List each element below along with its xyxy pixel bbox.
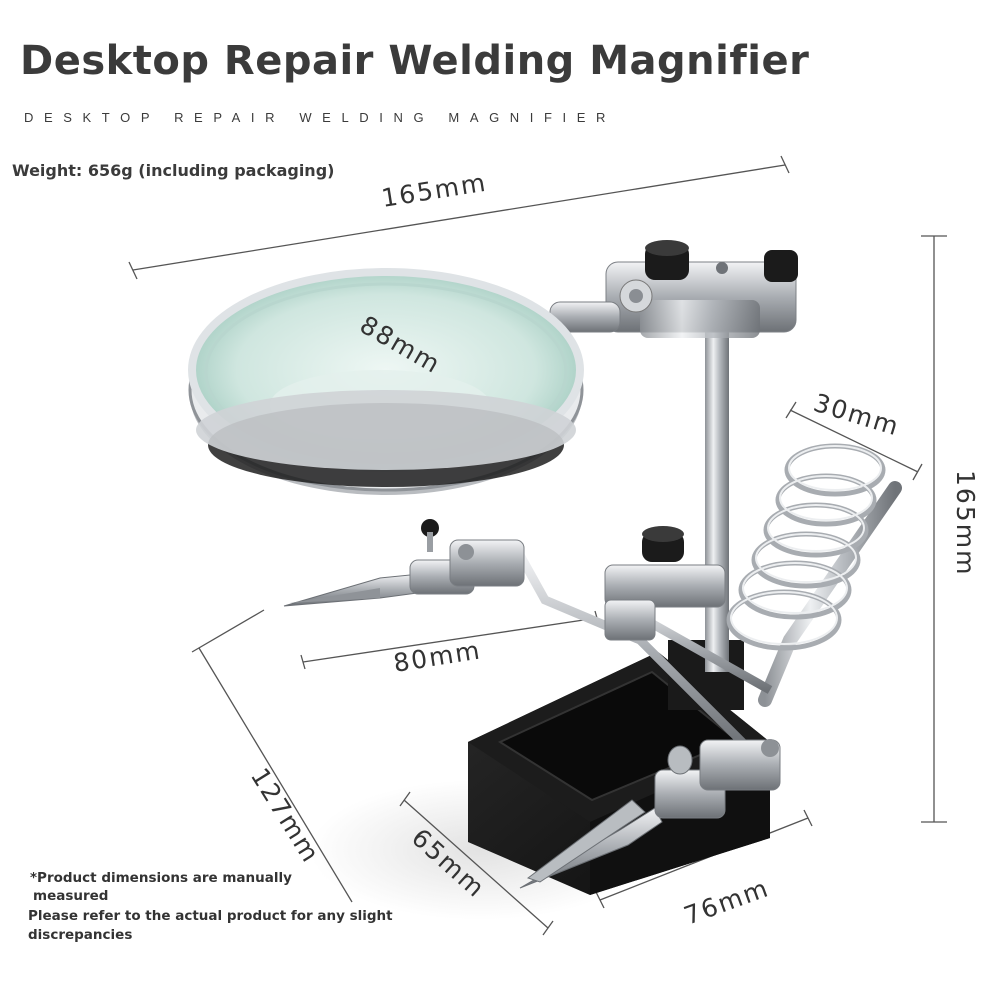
footnote-line: discrepancies	[28, 927, 133, 943]
vertical-post	[705, 292, 729, 672]
dim-arm-length: 80mm	[391, 635, 483, 677]
dim-overall-height: 165mm	[951, 470, 980, 576]
footnote-line: *Product dimensions are manually	[30, 870, 292, 886]
dim-base-width: 76mm	[680, 873, 773, 931]
dim-base-length: 127mm	[245, 763, 326, 869]
page-subtitle: DESKTOP REPAIR WELDING MAGNIFIER	[24, 110, 617, 125]
footnote-line: measured	[33, 888, 109, 904]
footnote-line: Please refer to the actual product for a…	[28, 908, 393, 924]
solder-coil-icon	[726, 443, 902, 707]
dim-overall-width: 165mm	[379, 168, 489, 213]
arm-assembly	[515, 550, 773, 750]
dim-coil-width: 30mm	[810, 388, 903, 442]
alligator-clip-icon	[283, 519, 525, 607]
alligator-clip-icon	[519, 739, 781, 889]
magnifier-lens-icon	[188, 268, 584, 495]
top-clamp	[605, 240, 798, 338]
page-title: Desktop Repair Welding Magnifier	[20, 38, 810, 84]
weight-label: Weight: 656g (including packaging)	[12, 161, 335, 180]
thumb-screw-icon	[642, 526, 684, 562]
